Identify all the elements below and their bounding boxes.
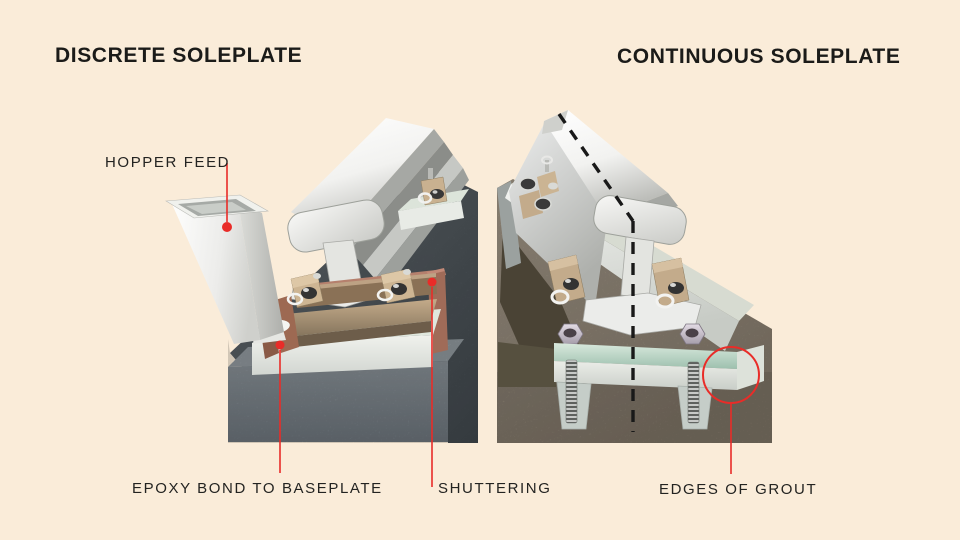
label-epoxy-bond: EPOXY BOND TO BASEPLATE [132,480,383,497]
anchor-nut [679,323,706,345]
hopper-feed-dot [222,222,232,232]
rail-clamp [519,155,559,219]
rail-clamp [286,272,324,308]
grout-edge [737,345,764,390]
anchor-nut [557,323,584,345]
rail-clamp [547,254,586,305]
section-cut-dashed-line [557,113,635,432]
label-hopper-feed: HOPPER FEED [105,154,231,171]
continuous-soleplate-illustration [497,110,772,443]
discrete-soleplate-illustration [165,118,478,443]
anchor-bolt [556,359,592,430]
rail-cross-section [582,195,702,336]
rear-discrete-soleplate [398,168,469,230]
trench-back-wall [497,181,521,269]
panel-title-continuous: CONTINUOUS SOLEPLATE [617,45,901,68]
label-edges-of-grout: EDGES OF GROUT [659,481,818,498]
panel-title-discrete: DISCRETE SOLEPLATE [55,44,303,67]
epoxy-bond-dot [275,340,285,350]
anchor-bolt [677,361,713,430]
rail-clamp [651,257,690,309]
label-shuttering: SHUTTERING [438,480,552,497]
rail-clamp [376,268,416,304]
annotation-markers [222,163,760,487]
shuttering-dot [427,277,437,287]
hopper-feed [165,194,290,344]
baseplate [268,299,437,339]
